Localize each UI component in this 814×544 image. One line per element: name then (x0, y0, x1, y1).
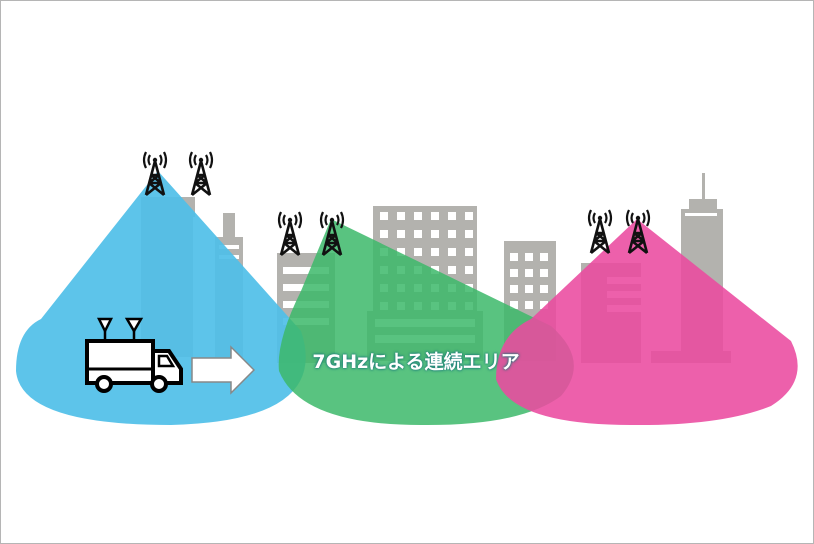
coverage-caption: 7GHzによる連続エリア (312, 351, 520, 373)
pink-coverage-cell (496, 219, 798, 426)
tower-pair-left (142, 150, 214, 197)
movement-arrow-right-icon (191, 345, 256, 395)
measurement-truck-icon (85, 317, 183, 393)
